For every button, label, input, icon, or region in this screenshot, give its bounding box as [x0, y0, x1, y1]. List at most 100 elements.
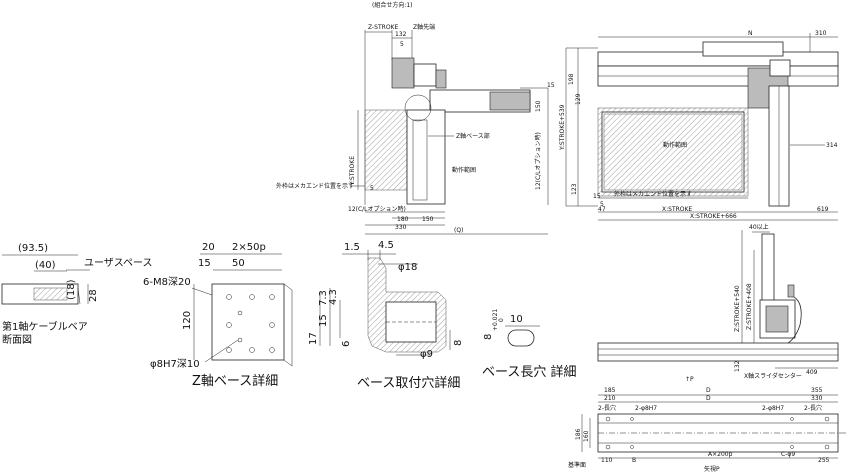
- dim-b: B: [632, 457, 636, 464]
- dim-17: 17: [308, 332, 319, 345]
- dim-15: 15: [547, 82, 555, 89]
- zbase-dim-20: 20: [202, 242, 215, 253]
- x-beam-slider: [702, 41, 784, 57]
- dim-c: C-φ9: [781, 451, 795, 458]
- dim-160: 160: [583, 430, 590, 442]
- x-stroke: X:STROKE: [662, 206, 692, 213]
- view-p: 矢視P: [704, 465, 720, 473]
- dim-330: 330: [395, 224, 407, 231]
- dim-5-left: 5: [370, 185, 374, 192]
- zbase-dim-120: 120: [182, 311, 193, 330]
- y-stroke-label: Y:STROKE: [349, 156, 356, 186]
- dim-180: 180: [397, 216, 409, 223]
- cable-section: (93.5) (40) ユーザスペース (18) 28 第1軸ケーブルベア 断面…: [1, 243, 153, 346]
- dim-314: 314: [826, 142, 838, 149]
- dim-355: 355: [811, 387, 823, 394]
- dim-q: (Q): [454, 227, 463, 234]
- dim-255: 255: [818, 457, 830, 464]
- dim-4-3: 4.3: [328, 289, 339, 305]
- dim-d1: D: [706, 387, 711, 394]
- motion-range-label: 動作範囲: [452, 166, 476, 174]
- x-rail-side: [597, 342, 839, 362]
- right-outer-frame-note: 外枠はメカエンド位置を示す: [614, 190, 692, 198]
- slot-dim-10: 10: [510, 314, 523, 325]
- c-option-vertical: 12(C/Lオプション時): [534, 132, 542, 190]
- outer-frame-note: 外枠はメカエンド位置を示す: [276, 182, 354, 190]
- dim-132-mid: 132: [734, 360, 741, 372]
- c-option-label: 12(C/Lオプション時): [348, 205, 406, 213]
- dim-110: 110: [601, 457, 613, 464]
- x-slider-center: X軸スライダセンター: [744, 372, 802, 380]
- dim-47: 47: [598, 206, 606, 213]
- right-dim-15: 15: [593, 193, 601, 200]
- dim-1-5: 1.5: [344, 242, 360, 253]
- dim-28: 28: [88, 289, 99, 302]
- slot-caption: ベース長穴 詳細: [482, 364, 576, 380]
- base-face: 基準面: [568, 461, 586, 469]
- phi8h7-right: 2-φ8H7: [762, 405, 784, 412]
- tol-upper: +0.021: [492, 309, 499, 331]
- dim-150: 150: [535, 100, 542, 112]
- zbase-plate: [211, 283, 285, 361]
- dim-150-b: 150: [422, 216, 434, 223]
- top-view: (組合せ方向:1) Z-STROKE Z軸先端 132 5 15 150 Y:S…: [276, 1, 555, 235]
- cable-caption-1: 第1軸ケーブルベア: [2, 320, 88, 333]
- right-bottom-view: 185 D 355 210 D 330 2-長穴 2-φ8H7 2-φ8H7 2…: [568, 387, 846, 473]
- dim-210: 210: [604, 395, 616, 402]
- z-base-label: Z軸ベース部: [456, 132, 490, 140]
- tol-lower: 0: [498, 318, 505, 322]
- cable-caption-2: 断面図: [2, 333, 32, 346]
- y-stroke-539: Y:STROKE+539: [559, 104, 566, 151]
- combination-note: (組合せ方向:1): [372, 1, 413, 9]
- dim-185: 185: [604, 387, 616, 394]
- z-stroke-408: Z:STROKE+408: [746, 283, 753, 330]
- dim-4-5: 4.5: [378, 240, 394, 251]
- dim-15-bh: 15: [318, 314, 329, 327]
- dim-8: 8: [453, 340, 464, 346]
- phi9-label: φ9: [420, 349, 433, 360]
- dim-a: A×200p: [708, 451, 733, 458]
- x-stroke-666: X:STROKE+666: [690, 213, 737, 220]
- z-stroke-540: Z:STROKE+540: [734, 285, 741, 332]
- z-stroke-label: Z-STROKE: [368, 24, 398, 31]
- dim-198: 198: [568, 73, 575, 85]
- zbase-caption: Z軸ベース詳細: [192, 373, 278, 389]
- slot-shape: [507, 329, 535, 347]
- right-motion-range-label: 動作範囲: [663, 141, 687, 149]
- zbase-dim-15: 15: [198, 258, 211, 269]
- dim-5-top: 5: [400, 41, 404, 48]
- dim-310: 310: [815, 30, 827, 37]
- z-column: [406, 109, 446, 205]
- dim-619: 619: [817, 206, 829, 213]
- zbase-dim-50: 50: [232, 258, 245, 269]
- motion-range-hatch: [364, 109, 408, 191]
- z-axis-tip-label: Z軸先端: [413, 23, 435, 31]
- dim-129: 129: [575, 93, 582, 105]
- dim-40-plus: 40以上: [749, 223, 769, 231]
- tol-main: 8: [483, 334, 494, 340]
- dim-330-b: 330: [811, 395, 823, 402]
- dim-409: 409: [806, 369, 818, 376]
- dim-18-paren: (18): [66, 279, 77, 300]
- dim-93-5: (93.5): [18, 243, 48, 254]
- dim-7-3: 7.3: [318, 290, 329, 306]
- phi8h7-label: φ8H7深10: [150, 358, 200, 370]
- right-dim-5: 5: [600, 201, 604, 208]
- z-motor: [391, 57, 415, 89]
- dim-40-paren: (40): [35, 260, 56, 271]
- base-hole-caption: ベース取付穴詳細: [357, 375, 460, 391]
- dim-186: 186: [575, 428, 582, 440]
- zbase-detail: 20 2×50p 15 50 6-M8深20 120 φ8H7深10 Z軸ベース…: [143, 242, 293, 389]
- user-space-label: ユーザスペース: [84, 257, 153, 269]
- base-hole-detail: 1.5 4.5 φ18 7.3 4.3 17 15 6 φ9 8 ベース取付穴詳…: [308, 240, 464, 391]
- slot-detail: 8 +0.021 0 10 ベース長穴 詳細: [482, 309, 576, 380]
- dim-d2: D: [706, 395, 711, 402]
- phi18-label: φ18: [398, 262, 417, 273]
- user-space-hatch: [33, 287, 68, 301]
- right-mid-view: 40以上 Z:STROKE+540 Z:STROKE+408 132 ↑P X軸…: [597, 223, 839, 383]
- dim-123: 123: [571, 183, 578, 195]
- zbase-dim-2x50p: 2×50p: [232, 242, 266, 253]
- m8-label: 6-M8深20: [143, 276, 191, 288]
- dim-132: 132: [395, 31, 407, 38]
